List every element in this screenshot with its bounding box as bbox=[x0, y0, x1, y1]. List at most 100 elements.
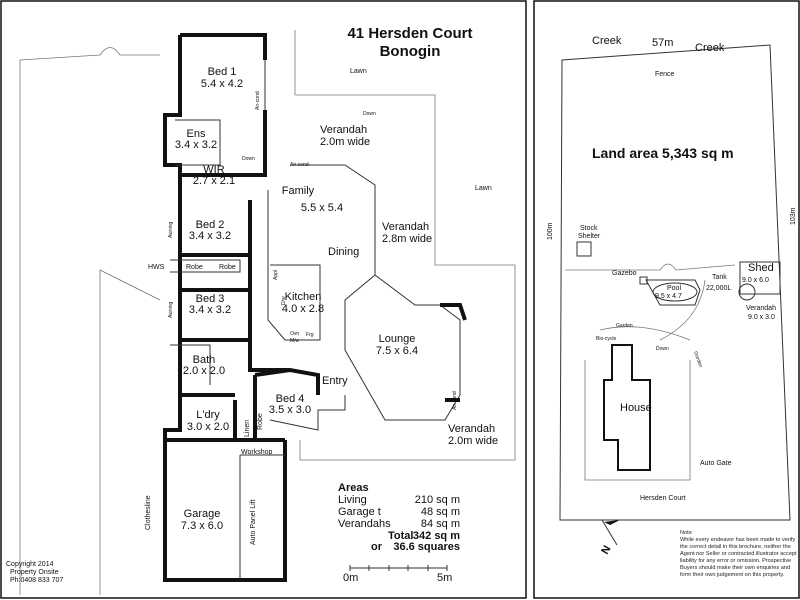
plan-annotations: Lawn Lawn Down Down Verandah 2.0m wide V… bbox=[145, 68, 498, 545]
scale-bar: 0m 5m bbox=[343, 565, 452, 584]
labels-verandah3_w: 2.0m wide bbox=[448, 435, 498, 447]
room-bed1: Bed 1 bbox=[208, 66, 237, 78]
site-left_dim: 100m bbox=[547, 222, 554, 240]
scale-end: 5m bbox=[437, 572, 452, 584]
areas-rows-0-value: 210 sq m bbox=[415, 494, 460, 506]
room-wir-size: 2.7 x 2.1 bbox=[193, 175, 235, 187]
labels-hws: HWS bbox=[148, 264, 165, 271]
room-garage: Garage bbox=[184, 508, 221, 520]
site-shed_size: 9.0 x 6.0 bbox=[742, 277, 769, 284]
areas-total_label: Total bbox=[388, 530, 413, 542]
site-north: N bbox=[599, 544, 613, 557]
areas-rows-1-label: Garage t bbox=[338, 506, 381, 518]
labels-down1: Down bbox=[363, 111, 376, 117]
labels-lawn1: Lawn bbox=[350, 68, 367, 75]
labels-lawn2: Lawn bbox=[475, 185, 492, 192]
areas-table: Areas Living 210 sq m Garage t 48 sq m V… bbox=[338, 482, 460, 553]
site-auto_gate: Auto Gate bbox=[700, 460, 732, 467]
note-heading: Note bbox=[680, 530, 692, 536]
areas-total_value: 342 sq m bbox=[413, 530, 460, 542]
areas-or_label: or bbox=[371, 541, 383, 553]
room-family-size: 5.5 x 5.4 bbox=[301, 202, 343, 214]
labels-verandah3: Verandah bbox=[448, 423, 495, 435]
room-bed4-size: 3.5 x 3.0 bbox=[269, 404, 311, 416]
room-laundry: L'dry bbox=[196, 409, 220, 421]
house-walls bbox=[163, 30, 516, 582]
labels-aircond3: Air-cond bbox=[452, 391, 458, 410]
site-fence: Fence bbox=[655, 71, 675, 78]
site-house: House bbox=[620, 402, 652, 414]
labels-frg: Frg bbox=[306, 332, 314, 338]
site-verandah: Verandah bbox=[746, 305, 776, 312]
site-gazebo: Gazebo bbox=[612, 270, 637, 277]
labels-robe2: Robe bbox=[219, 264, 236, 271]
labels-verandah1: Verandah bbox=[320, 124, 367, 136]
labels-verandah1_w: 2.0m wide bbox=[320, 136, 370, 148]
labels-robe1: Robe bbox=[186, 264, 203, 271]
site-street: Hersden Court bbox=[640, 495, 686, 502]
site-tank: Tank bbox=[712, 274, 727, 281]
title-line2: Bonogin bbox=[380, 43, 441, 60]
labels-down2: Down bbox=[242, 156, 255, 162]
room-bed3-size: 3.4 x 3.2 bbox=[189, 304, 231, 316]
room-wir: WIR bbox=[203, 164, 224, 176]
copyright-line2: Property Onsite bbox=[10, 569, 59, 576]
site-tank_size: 22,000L bbox=[706, 285, 731, 292]
labels-ovn: Ovn bbox=[290, 331, 299, 337]
areas-rows-1-value: 48 sq m bbox=[421, 506, 460, 518]
room-lounge: Lounge bbox=[379, 333, 416, 345]
room-bed3: Bed 3 bbox=[196, 293, 225, 305]
labels-awning2: Awning bbox=[168, 301, 174, 318]
room-labels: Bed 1 5.4 x 4.2 Ens 3.4 x 3.2 WIR 2.7 x … bbox=[175, 66, 418, 532]
room-bed2-size: 3.4 x 3.2 bbox=[189, 230, 231, 242]
labels-entry: Entry bbox=[322, 375, 348, 387]
room-kitchen-size: 4.0 x 2.8 bbox=[282, 303, 324, 315]
room-bath-size: 2.0 x 2.0 bbox=[183, 365, 225, 377]
site-shed: Shed bbox=[748, 262, 774, 274]
title-line1: 41 Hersden Court bbox=[347, 25, 472, 42]
site-creek1: Creek bbox=[592, 35, 622, 47]
areas-rows-0-label: Living bbox=[338, 494, 367, 506]
site-pool: Pool bbox=[667, 285, 681, 292]
site-biocycle: Bio-cycle bbox=[596, 336, 617, 342]
note-body: While every endeavor has been made to ve… bbox=[680, 537, 797, 578]
labels-aircond2: Air-cond bbox=[255, 91, 261, 110]
site-land_area: Land area 5,343 sq m bbox=[592, 145, 734, 161]
labels-dining: Dining bbox=[328, 246, 359, 258]
site-garden2: Garden bbox=[692, 351, 703, 369]
labels-awning1: Awning bbox=[168, 221, 174, 238]
room-bed1-size: 5.4 x 4.2 bbox=[201, 78, 243, 90]
room-ens: Ens bbox=[187, 128, 206, 140]
areas-rows-2-label: Verandahs bbox=[338, 518, 391, 530]
site-labels: Creek 57m Creek Fence Land area 5,343 sq… bbox=[547, 35, 797, 557]
site-creek2: Creek bbox=[695, 42, 725, 54]
site-width_top: 57m bbox=[652, 37, 673, 49]
labels-mw: M/w bbox=[290, 338, 300, 344]
boundary-lines bbox=[19, 47, 161, 595]
copyright-line1: Copyright 2014 bbox=[6, 561, 54, 568]
labels-appl: Appl bbox=[273, 270, 279, 280]
left-frame bbox=[0, 0, 527, 599]
site-right_dim: 103m bbox=[790, 207, 797, 225]
room-garage-size: 7.3 x 6.0 bbox=[181, 520, 223, 532]
labels-verandah2_w: 2.8m wide bbox=[382, 233, 432, 245]
room-bed2: Bed 2 bbox=[196, 219, 225, 231]
room-ens-size: 3.4 x 3.2 bbox=[175, 139, 217, 151]
site-verandah_size: 9.0 x 3.0 bbox=[748, 314, 775, 321]
labels-robe3: Robe bbox=[257, 413, 264, 430]
right-frame bbox=[533, 0, 800, 599]
site-shelter: Shelter bbox=[578, 233, 601, 240]
labels-verandah2: Verandah bbox=[382, 221, 429, 233]
room-bath: Bath bbox=[193, 354, 216, 366]
scale-start: 0m bbox=[343, 572, 358, 584]
labels-aircond1: Air-cond bbox=[290, 162, 309, 168]
areas-heading: Areas bbox=[338, 482, 369, 494]
site-down: Down bbox=[656, 346, 669, 352]
areas-rows-2-value: 84 sq m bbox=[421, 518, 460, 530]
room-family: Family bbox=[282, 185, 315, 197]
labels-clothesline: Clothesline bbox=[145, 495, 152, 530]
room-laundry-size: 3.0 x 2.0 bbox=[187, 421, 229, 433]
room-kitchen: Kitchen bbox=[285, 291, 322, 303]
site-stock: Stock bbox=[580, 225, 598, 232]
